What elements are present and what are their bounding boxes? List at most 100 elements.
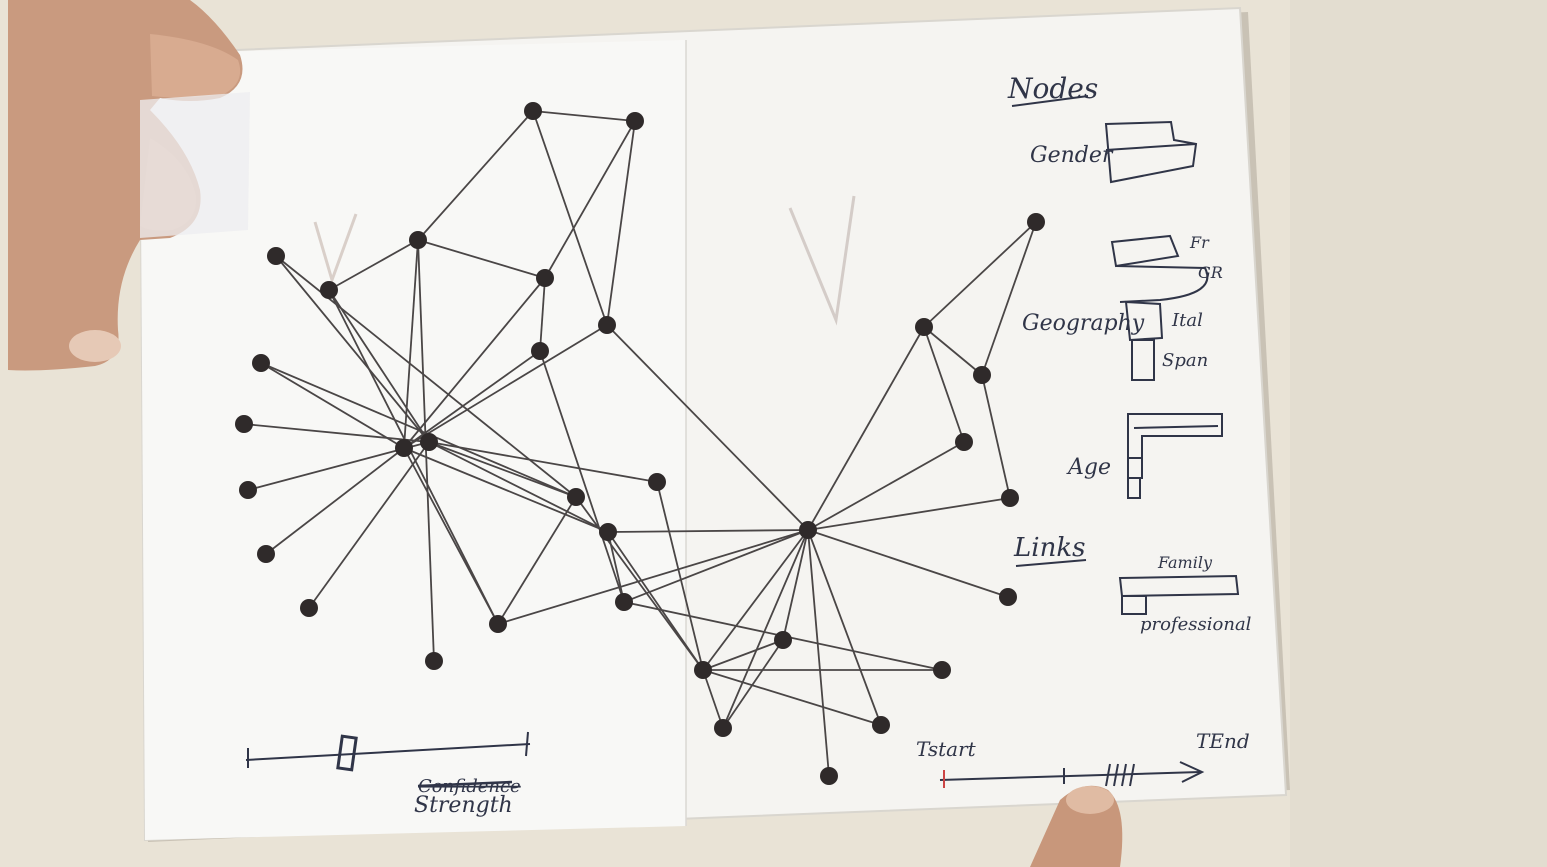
network-node xyxy=(267,247,285,265)
network-node xyxy=(799,521,817,539)
network-node xyxy=(395,439,413,457)
timeline-track xyxy=(939,771,1201,781)
network-link xyxy=(403,350,541,449)
network-node xyxy=(489,615,507,633)
nodes-underline xyxy=(1011,95,1089,107)
network-node xyxy=(425,652,443,670)
gender-divider xyxy=(1105,143,1197,151)
network-link xyxy=(807,441,965,531)
network-link xyxy=(417,110,534,241)
network-node xyxy=(694,661,712,679)
network-node xyxy=(648,473,666,491)
network-link xyxy=(308,441,430,609)
geo-bar-icon xyxy=(1131,339,1155,381)
network-link xyxy=(923,326,965,443)
network-link xyxy=(243,423,430,443)
strength-slider[interactable] xyxy=(245,731,531,772)
network-node xyxy=(252,354,270,372)
professional-bar-icon xyxy=(1121,595,1147,615)
network-node xyxy=(973,366,991,384)
network-node xyxy=(257,545,275,563)
network-link xyxy=(260,362,405,449)
network-link xyxy=(623,529,809,603)
network-node xyxy=(235,415,253,433)
network-node xyxy=(626,112,644,130)
network-link xyxy=(539,277,546,352)
network-link xyxy=(656,481,704,671)
nodes-title: Nodes xyxy=(1007,72,1098,105)
strike-through xyxy=(417,780,513,788)
network-link xyxy=(417,239,435,662)
geo-bar-icon xyxy=(1124,300,1164,342)
paper-corner-lifted xyxy=(140,92,250,238)
timeline-tick xyxy=(1129,763,1135,787)
network-link xyxy=(722,639,784,729)
network-link xyxy=(544,120,636,279)
strength-struck-label: Confidence xyxy=(418,776,521,797)
network-node xyxy=(420,433,438,451)
geo-bar-icon xyxy=(1115,265,1209,303)
gender-label: Gender xyxy=(1030,143,1114,168)
network-node xyxy=(714,719,732,737)
network-node xyxy=(999,588,1017,606)
network-node xyxy=(820,767,838,785)
network-link xyxy=(328,239,419,291)
timeline-tick xyxy=(1105,763,1111,787)
network-node xyxy=(915,318,933,336)
network-link xyxy=(807,326,925,531)
network-link xyxy=(532,110,608,326)
family-bar-icon xyxy=(1118,574,1240,598)
fingernail xyxy=(1066,786,1114,814)
pencil-mark xyxy=(788,195,856,326)
network-link xyxy=(497,496,577,625)
network-link xyxy=(275,255,430,443)
timeline-tick xyxy=(1121,763,1127,787)
network-node xyxy=(409,231,427,249)
network-node xyxy=(524,102,542,120)
slider-right-tick xyxy=(525,731,529,757)
timeline-slider[interactable] xyxy=(939,761,1205,788)
link-family-label: Family xyxy=(1157,553,1213,572)
slider-thumb[interactable] xyxy=(336,734,358,772)
network-node xyxy=(320,281,338,299)
network-link xyxy=(428,441,658,483)
timeline-start-label: Tstart xyxy=(916,737,977,761)
network-link xyxy=(403,324,608,449)
finger xyxy=(150,34,241,98)
network-node xyxy=(1001,489,1019,507)
pencil-mark xyxy=(313,213,358,285)
network-link xyxy=(782,529,809,641)
left-hand xyxy=(8,0,250,371)
network-node xyxy=(239,481,257,499)
geo-item-gr: GR xyxy=(1198,263,1223,282)
network-link xyxy=(702,639,784,671)
network-node xyxy=(598,316,616,334)
network-link xyxy=(981,221,1037,376)
network-link xyxy=(328,289,499,625)
slider-track xyxy=(245,743,531,761)
network-link xyxy=(575,496,704,671)
age-bar-icon xyxy=(1127,457,1143,499)
network-link xyxy=(702,669,882,726)
bottom-finger xyxy=(1030,785,1123,867)
links-underline xyxy=(1015,559,1087,567)
timeline-end-arrow-icon[interactable] xyxy=(1179,761,1205,783)
network-link xyxy=(265,447,405,555)
age-label: Age xyxy=(1066,455,1111,480)
network-link xyxy=(532,110,636,122)
fingernail xyxy=(69,330,121,362)
network-node xyxy=(774,631,792,649)
age-bar-inner xyxy=(1133,425,1219,429)
network-link xyxy=(539,350,625,603)
geo-item-ital: Ital xyxy=(1171,310,1203,331)
network-node xyxy=(872,716,890,734)
network-node xyxy=(567,488,585,506)
network-node xyxy=(599,523,617,541)
network-node xyxy=(531,342,549,360)
network-link xyxy=(328,289,430,443)
network-link xyxy=(981,374,1011,499)
network-node xyxy=(300,599,318,617)
network-link xyxy=(403,447,609,533)
network-node xyxy=(615,593,633,611)
